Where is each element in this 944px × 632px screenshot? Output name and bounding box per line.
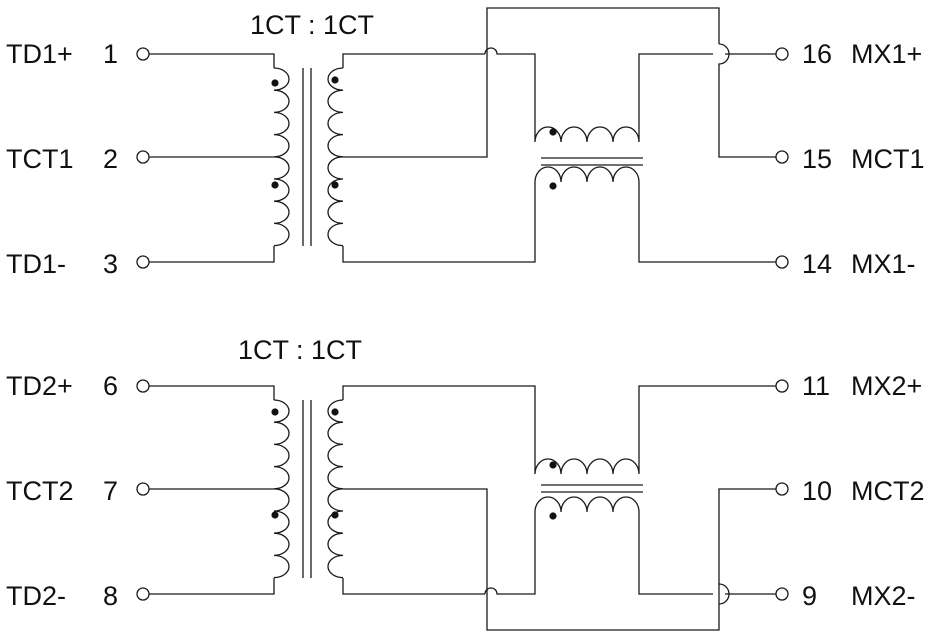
polarity-dot — [549, 128, 557, 136]
wire-crossover-1 — [484, 47, 536, 132]
pin-number-15: 15 — [802, 144, 832, 174]
primary-coil-1 — [273, 67, 290, 247]
pin-number-2: 2 — [103, 144, 118, 174]
pin-number-9: 9 — [802, 581, 817, 611]
wire-crossover-5 — [718, 583, 730, 605]
terminal-pin-2 — [136, 150, 150, 164]
wire-td1-minus — [149, 246, 275, 263]
secondary-coil-2 — [327, 399, 344, 579]
terminal-pin-6 — [136, 379, 150, 393]
polarity-dot — [271, 408, 279, 416]
terminal-pin-15 — [775, 150, 789, 164]
wire-td2-plus — [149, 385, 275, 400]
signal-label-mct2: MCT2 — [851, 476, 925, 506]
wire-td1-plus — [149, 53, 275, 68]
polarity-dot — [271, 511, 279, 519]
choke-coil-top-2 — [534, 458, 640, 475]
signal-label-td2-minus: TD2- — [6, 581, 66, 611]
terminal-pin-8 — [136, 587, 150, 601]
wire-crossover-4 — [486, 588, 720, 631]
ratio-label-1: 1CT : 1CT — [250, 10, 374, 40]
signal-label-mx1-minus: MX1- — [851, 249, 916, 279]
terminal-pin-1 — [136, 47, 150, 61]
pin-number-1: 1 — [103, 39, 118, 69]
pin-number-11: 11 — [802, 371, 830, 401]
polarity-dot — [331, 511, 339, 519]
terminal-pin-11 — [775, 379, 789, 393]
wire-mx1-minus — [638, 186, 776, 263]
choke-coil-bottom-2 — [534, 496, 640, 516]
polarity-dot — [549, 512, 557, 520]
signal-label-mx2-plus: MX2+ — [851, 371, 922, 401]
polarity-dot — [331, 181, 339, 189]
channel-2: 1CT : 1CT TD2+ 6 TCT2 7 TD2- 8 11 MX2+ 1… — [6, 335, 925, 631]
terminal-pin-16 — [775, 47, 789, 61]
secondary-coil-1 — [327, 67, 344, 247]
wire-crossover-3 — [484, 516, 536, 595]
wire-secondary-bottom-1 — [342, 186, 536, 263]
wire-secondary-bottom-2 — [342, 578, 485, 595]
polarity-dot — [549, 182, 557, 190]
signal-label-mct1: MCT1 — [851, 144, 925, 174]
wire-secondary-center-2 — [343, 488, 488, 588]
terminal-pin-7 — [136, 482, 150, 496]
wire-crossover-2 — [718, 43, 776, 158]
wire-mx2-plus — [638, 385, 776, 462]
polarity-dot — [271, 79, 279, 87]
terminal-pin-10 — [775, 482, 789, 496]
choke-coil-bottom-1 — [534, 166, 640, 186]
wire-secondary-top-1 — [342, 53, 485, 68]
pin-number-3: 3 — [103, 249, 118, 279]
polarity-dot — [331, 408, 339, 416]
polarity-dot — [271, 181, 279, 189]
signal-label-td1-plus: TD1+ — [6, 39, 73, 69]
ratio-label-2: 1CT : 1CT — [238, 335, 362, 365]
pin-number-14: 14 — [802, 249, 832, 279]
signal-label-mx2-minus: MX2- — [851, 581, 916, 611]
signal-label-tct1: TCT1 — [6, 144, 74, 174]
pin-number-16: 16 — [802, 39, 832, 69]
channel-1: 1CT : 1CT TD1+ 1 TCT1 2 TD1- 3 16 MX1+ 1… — [6, 7, 925, 279]
wire-secondary-top-2 — [342, 385, 536, 462]
signal-label-td2-plus: TD2+ — [6, 371, 73, 401]
signal-label-td1-minus: TD1- — [6, 249, 66, 279]
polarity-dot — [549, 461, 557, 469]
terminal-pin-14 — [775, 255, 789, 269]
primary-coil-2 — [273, 399, 290, 579]
pin-number-7: 7 — [103, 476, 118, 506]
signal-label-tct2: TCT2 — [6, 476, 74, 506]
signal-label-mx1-plus: MX1+ — [851, 39, 922, 69]
wire-secondary-center-1 — [343, 7, 720, 158]
terminal-pin-3 — [136, 255, 150, 269]
pin-number-10: 10 — [802, 476, 832, 506]
wire-td2-minus — [149, 578, 275, 595]
wire-mx2-minus — [638, 516, 713, 595]
terminal-pin-9 — [775, 587, 789, 601]
wire-mct2 — [718, 488, 776, 584]
polarity-dot — [331, 76, 339, 84]
wire-mx1-plus — [638, 53, 713, 132]
pin-number-8: 8 — [103, 581, 118, 611]
pin-number-6: 6 — [103, 371, 118, 401]
